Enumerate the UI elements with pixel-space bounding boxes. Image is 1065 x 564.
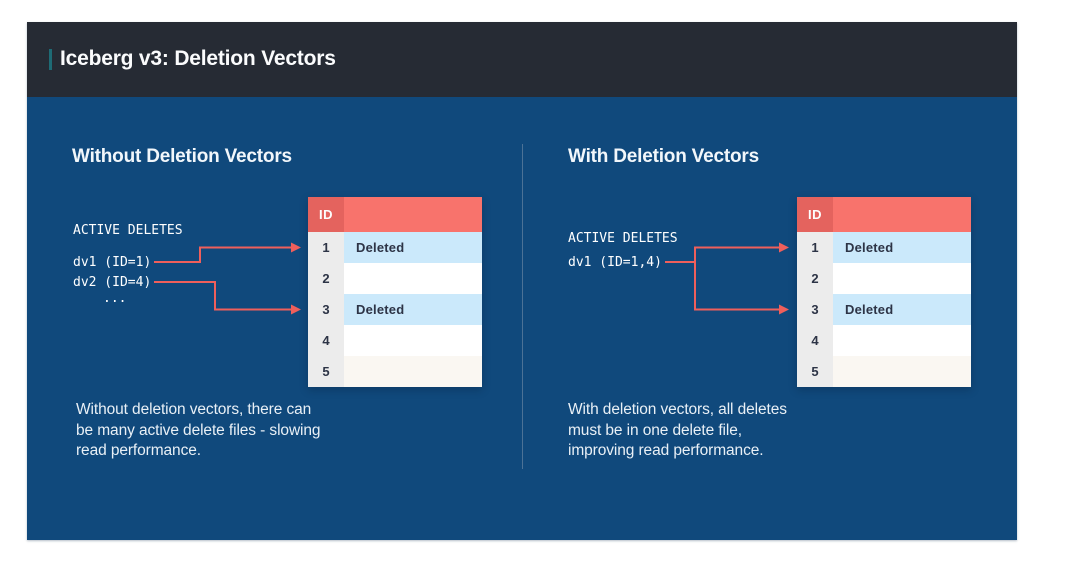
- delete-vector-dv1: dv1 (ID=1,4): [568, 255, 662, 270]
- slide: Iceberg v3: Deletion Vectors Without Del…: [27, 22, 1017, 540]
- data-table: ID 1 Deleted 2 3 Deleted 4 5: [797, 197, 971, 387]
- arrow-dv2-to-row3: [154, 281, 301, 315]
- table-header-row: ID: [308, 197, 482, 232]
- deleted-badge: Deleted: [344, 232, 482, 263]
- table-row: 1 Deleted: [308, 232, 482, 263]
- table-header-row: ID: [797, 197, 971, 232]
- delete-vector-ellipsis: ...: [103, 291, 127, 306]
- delete-vector-dv2: dv2 (ID=4): [73, 275, 152, 290]
- panel-divider: [522, 144, 523, 469]
- active-deletes-label: ACTIVE DELETES: [73, 223, 183, 238]
- table-row: 3 Deleted: [797, 294, 971, 325]
- table-row: 3 Deleted: [308, 294, 482, 325]
- arrow-dv1-branch-to-row3: [694, 262, 789, 315]
- deleted-badge: Deleted: [344, 294, 482, 325]
- data-table: ID 1 Deleted 2 3 Deleted 4 5: [308, 197, 482, 387]
- table-row: 4: [308, 325, 482, 356]
- deleted-badge: Deleted: [833, 294, 971, 325]
- arrow-dv1-branch-to-row1: [665, 242, 789, 263]
- slide-title: Iceberg v3: Deletion Vectors: [60, 47, 336, 70]
- title-accent-bar: [49, 49, 52, 70]
- panel-heading: With Deletion Vectors: [568, 146, 759, 167]
- panel-caption: Without deletion vectors, there can be m…: [76, 401, 321, 459]
- delete-vector-dv1: dv1 (ID=1): [73, 255, 152, 270]
- table-row: 2: [308, 263, 482, 294]
- table-row: 4: [797, 325, 971, 356]
- panel-caption: With deletion vectors, all deletes must …: [568, 401, 787, 459]
- panel-heading: Without Deletion Vectors: [72, 146, 292, 167]
- deleted-badge: Deleted: [833, 232, 971, 263]
- title-bar: Iceberg v3: Deletion Vectors: [27, 22, 1017, 97]
- table-row: 5: [797, 356, 971, 387]
- table-row: 2: [797, 263, 971, 294]
- table-header-id: ID: [797, 197, 833, 232]
- arrow-dv1-to-row1: [154, 242, 301, 263]
- table-row: 1 Deleted: [797, 232, 971, 263]
- table-row: 5: [308, 356, 482, 387]
- active-deletes-label: ACTIVE DELETES: [568, 231, 678, 246]
- table-header-id: ID: [308, 197, 344, 232]
